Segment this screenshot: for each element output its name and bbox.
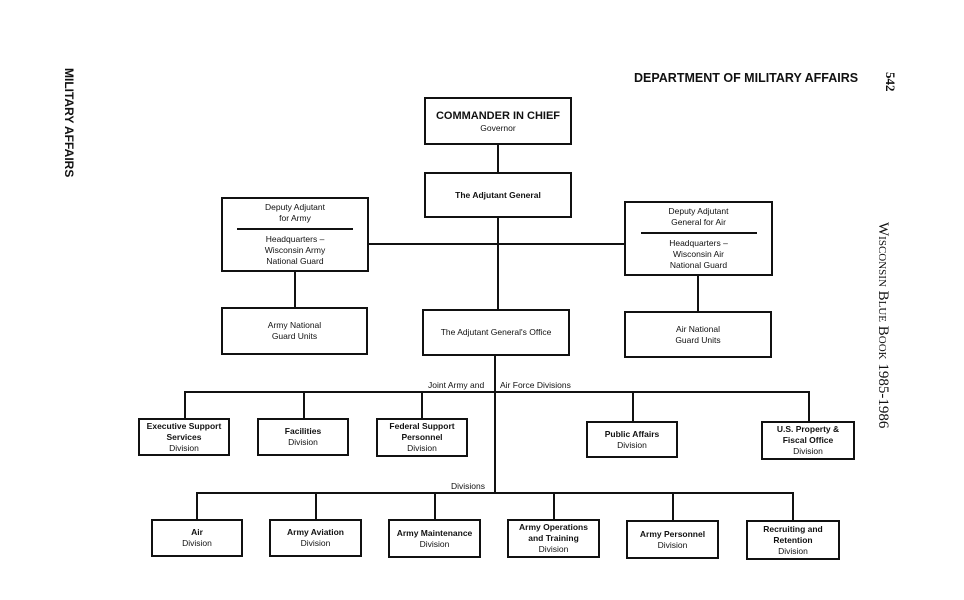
text-line: U.S. Property & (776, 424, 840, 434)
connector (808, 391, 810, 421)
text-line: Recruiting and (763, 523, 823, 534)
text-line: Executive Support (146, 420, 222, 431)
text-line: for Army (279, 213, 311, 223)
header-title: DEPARTMENT OF MILITARY AFFAIRS (634, 71, 859, 85)
deputy-army-box: Deputy Adjutant for Army Headquarters – … (221, 197, 369, 272)
joint-label-right: Air Force Divisions (500, 380, 571, 390)
ag-office-box: The Adjutant General's Office (422, 309, 570, 356)
connector (196, 492, 794, 494)
text-line: Services (166, 431, 202, 442)
joint-division-box: Facilities Division (257, 418, 349, 456)
text-line: Division (300, 538, 331, 548)
text-line: Army Aviation (287, 527, 344, 537)
text-line: Division (419, 538, 450, 549)
text-line: Division (657, 539, 688, 550)
text-line: Air (191, 527, 203, 537)
division-box: Army Maintenance Division (388, 519, 481, 558)
text-line: Deputy Adjutant (264, 202, 325, 212)
connector (697, 275, 699, 312)
text-line: National Guard (266, 256, 324, 266)
adjutant-general-box: The Adjutant General (424, 172, 572, 218)
text-line: Wisconsin Air (672, 249, 724, 259)
connector (632, 391, 634, 421)
division-box: Army Personnel Division (626, 520, 719, 559)
text-line: Army Personnel (639, 528, 706, 539)
divider (237, 228, 353, 230)
text-line: Public Affairs (604, 428, 660, 439)
text-line: Division (793, 446, 823, 456)
text-line: The Adjutant General's Office (440, 327, 552, 337)
text-line: Retention (773, 534, 813, 545)
text-line: Fiscal Office (782, 435, 834, 445)
joint-division-box: Executive Support Services Division (138, 418, 230, 456)
connector (672, 492, 674, 520)
joint-division-box: Public Affairs Division (586, 421, 678, 458)
text-line: Facilities (284, 426, 322, 436)
connector (184, 391, 186, 419)
text-line: National Guard (669, 260, 728, 270)
joint-division-box: Federal Support Personnel Division (376, 418, 468, 457)
text-line: and Training (528, 533, 579, 543)
connector (315, 492, 317, 520)
connector (434, 492, 436, 520)
connector (421, 391, 423, 419)
text-line: Division (407, 443, 437, 453)
army-units-box: Army National Guard Units (221, 307, 368, 355)
connector (553, 492, 555, 520)
commander-in-chief-box: COMMANDER IN CHIEF Governor (424, 97, 572, 145)
connector (184, 391, 809, 393)
left-margin-title: MILITARY AFFAIRS (62, 68, 76, 178)
text-line: Army Operations (519, 522, 588, 532)
division-box: Recruiting and Retention Division (746, 520, 840, 560)
connector (294, 271, 296, 308)
text-line: Division (288, 437, 318, 447)
text-line: Guard Units (675, 334, 721, 345)
divisions-label: Divisions (451, 481, 486, 491)
page-number: 542 (883, 72, 898, 92)
joint-division-box: U.S. Property & Fiscal Office Division (761, 421, 855, 460)
right-margin-title: Wisconsin Blue Book 1985-1986 (875, 222, 891, 429)
commander-subtitle: Governor (480, 122, 516, 133)
text-line: Headquarters – (669, 238, 728, 248)
air-units-box: Air National Guard Units (624, 311, 772, 358)
text-line: General for Air (671, 217, 726, 227)
division-box: Air Division (151, 519, 243, 557)
divider (640, 232, 757, 234)
text-line: Division (182, 538, 212, 548)
text-line: Guard Units (271, 331, 318, 341)
connector (497, 217, 499, 310)
connector (494, 355, 496, 493)
connector (792, 492, 794, 520)
text-line: Army National (267, 320, 322, 330)
text-line: Deputy Adjutant (668, 206, 729, 216)
text-line: Division (538, 544, 569, 554)
text-line: Division (778, 545, 808, 556)
division-box: Army Aviation Division (269, 519, 362, 557)
connector (369, 243, 626, 245)
division-box: Army Operations and Training Division (507, 519, 600, 558)
connector (303, 391, 305, 419)
text-line: Headquarters – (265, 234, 325, 244)
commander-title: COMMANDER IN CHIEF (435, 109, 561, 122)
text-line: Federal Support (389, 421, 455, 431)
text-line: Personnel (401, 432, 443, 442)
text-line: Division (617, 439, 647, 450)
joint-label-left: Joint Army and (428, 380, 485, 390)
text-line: Army Maintenance (396, 527, 473, 538)
adjutant-general-title: The Adjutant General (455, 189, 541, 200)
text-line: Wisconsin Army (264, 245, 326, 255)
text-line: Division (169, 442, 199, 453)
text-line: Air National (676, 323, 720, 334)
connector (497, 145, 499, 173)
connector (196, 492, 198, 520)
deputy-air-box: Deputy Adjutant General for Air Headquar… (624, 201, 773, 276)
